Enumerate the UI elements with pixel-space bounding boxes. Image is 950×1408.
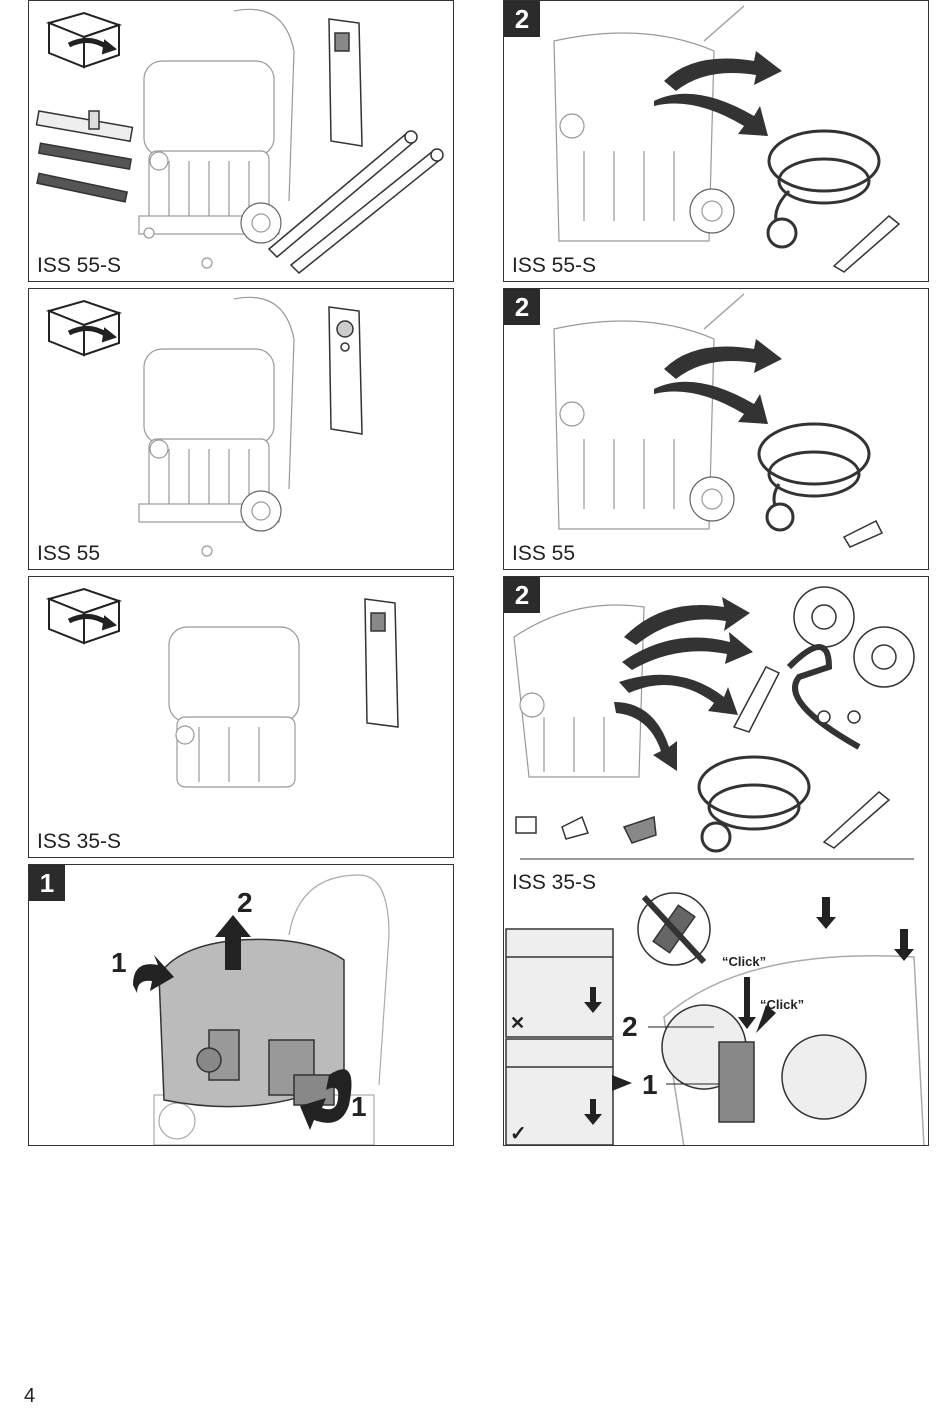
callout-number: 2: [622, 1011, 638, 1042]
model-label: ISS 55-S: [512, 254, 597, 277]
page-number: 4: [24, 1385, 36, 1407]
illustration-remove-head: [133, 874, 390, 1145]
unpack-box-icon: [45, 299, 123, 357]
model-label: ISS 55: [512, 542, 576, 565]
panel-contents-iss35s: ISS 35-S: [28, 576, 454, 858]
callout-number: 1: [351, 1091, 367, 1122]
illustration-contents-iss55: [45, 296, 363, 557]
unpack-box-icon: [45, 587, 123, 645]
step-badge: 1: [29, 865, 65, 901]
illustration-unpack-accessories-iss55: [553, 293, 884, 548]
panel-step2-iss55: 2 ISS 55: [503, 288, 929, 570]
illustration-unpack-accessories-iss35s: [505, 586, 925, 1145]
panel-step2-iss55s: 2 ISS 55-S: [503, 0, 929, 282]
model-label: ISS 55: [37, 542, 101, 565]
panel-step1-remove-head: 1 2 1 1: [28, 864, 454, 1146]
callout-number: 1: [111, 947, 127, 978]
panel-step2-iss35s: 2 ISS 35-S “Click” “Click” 2 1 ✕ ✓: [503, 576, 929, 1146]
panel-contents-iss55s: ISS 55-S: [28, 0, 454, 282]
correct-mark: ✓: [510, 1123, 527, 1145]
unpack-box-icon: [45, 11, 123, 69]
model-label: ISS 35-S: [512, 871, 597, 894]
step-badge: 2: [504, 577, 540, 613]
step-badge: 2: [504, 1, 540, 37]
click-text: “Click”: [722, 954, 767, 969]
callout-number: 2: [237, 887, 253, 918]
callout-number: 1: [642, 1069, 658, 1100]
model-label: ISS 55-S: [37, 254, 122, 277]
step-badge: 2: [504, 289, 540, 325]
model-label: ISS 35-S: [37, 830, 122, 853]
illustration-unpack-accessories-iss55s: [553, 5, 901, 273]
wrong-mark: ✕: [510, 1013, 526, 1033]
click-text: “Click”: [760, 997, 805, 1012]
illustration-contents-iss55s: [35, 8, 444, 275]
panel-contents-iss55: ISS 55: [28, 288, 454, 570]
illustration-contents-iss35s: [45, 587, 399, 788]
